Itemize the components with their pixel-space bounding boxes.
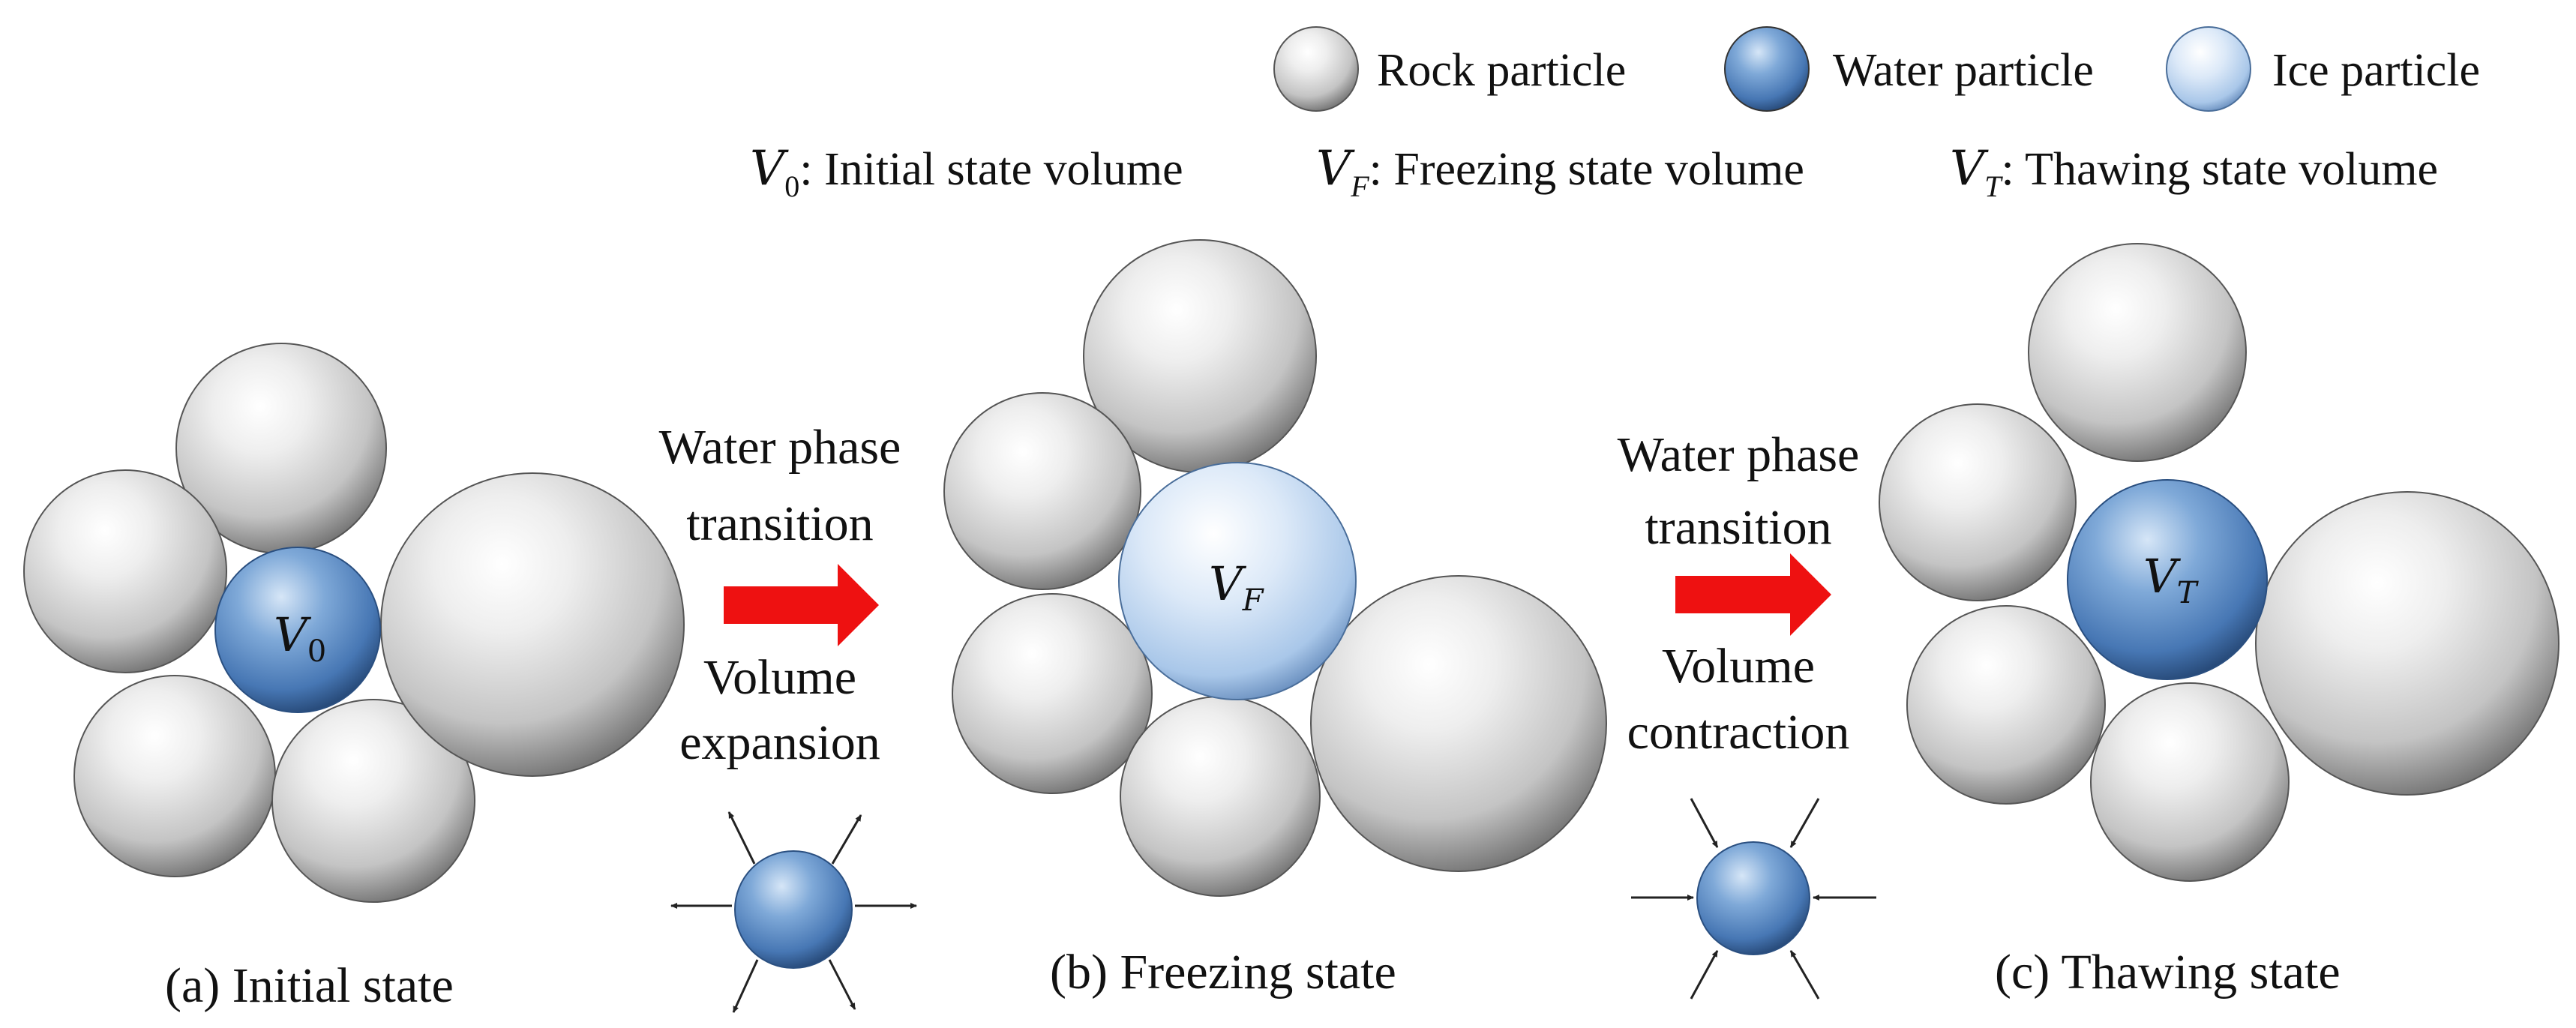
freeze-label-line1: Water phase [659, 420, 901, 475]
freeze-transition: Water phase transition Volume expansion [659, 420, 917, 1013]
contraction-illustration [1631, 798, 1876, 1000]
legend-water-swatch [1724, 26, 1810, 112]
rock-particle [73, 675, 276, 877]
definition-v0: V0: Initial state volume [750, 141, 1183, 203]
definition-vf: VF: Freezing state volume [1316, 141, 1804, 203]
freezing-volume-symbol: VF [1209, 556, 1264, 618]
rock-particle [380, 472, 685, 777]
initial-state-cluster: V0 [23, 343, 685, 903]
rock-particle [2028, 243, 2247, 462]
thawing-state-cluster: VT [1879, 243, 2560, 882]
thaw-label-line3: Volume [1662, 639, 1815, 694]
rock-particle [1310, 575, 1607, 872]
legend-ice-swatch [2166, 26, 2251, 112]
caption-initial-state: (a) Initial state [165, 958, 454, 1013]
outward-arrow [732, 959, 759, 1013]
inward-arrow [1789, 798, 1820, 848]
freeze-arrow [724, 564, 879, 646]
rock-particle [2090, 682, 2290, 882]
rock-particle [23, 469, 227, 673]
water-particle [2067, 479, 2268, 680]
rock-particle [1879, 403, 2077, 601]
rock-particle [1906, 605, 2106, 805]
inward-arrow [1690, 798, 1719, 848]
rock-particle [2255, 491, 2560, 796]
freeze-label-line2: transition [686, 496, 873, 551]
rock-particle [952, 593, 1153, 794]
volume-definitions: V0: Initial state volume VF: Freezing st… [750, 141, 2438, 203]
thaw-arrow [1675, 553, 1831, 636]
rock-particle [1120, 696, 1321, 897]
water-particle [734, 850, 853, 969]
expansion-illustration [670, 811, 917, 1013]
definition-vt: VT: Thawing state volume [1950, 141, 2438, 203]
legend-water-label: Water particle [1833, 45, 2094, 96]
water-particle [214, 547, 381, 713]
ice-particle [1118, 462, 1357, 700]
caption-thawing-state: (c) Thawing state [1995, 945, 2341, 1000]
legend: Rock particle Water particle Ice particl… [1273, 26, 2480, 112]
legend-rock-label: Rock particle [1377, 45, 1626, 96]
legend-rock-swatch [1273, 26, 1359, 112]
outward-arrow [831, 814, 862, 865]
initial-volume-symbol: V0 [274, 607, 326, 669]
freezing-state-cluster: VF [943, 239, 1607, 897]
thawing-volume-symbol: VT [2143, 549, 2200, 610]
thaw-transition: Water phase transition Volume contractio… [1618, 427, 1876, 1000]
legend-ice-label: Ice particle [2272, 45, 2480, 96]
water-particle [1696, 841, 1810, 955]
outward-arrow [727, 811, 756, 865]
thaw-label-line4: contraction [1627, 705, 1850, 760]
inward-arrow [1690, 950, 1719, 1000]
outward-arrow [828, 959, 856, 1010]
rock-particle [943, 392, 1141, 590]
rock-particle [271, 699, 475, 903]
freeze-label-line3: Volume [703, 650, 856, 705]
inward-arrow [1789, 950, 1820, 1000]
thaw-label-line2: transition [1645, 500, 1831, 555]
caption-freezing-state: (b) Freezing state [1050, 945, 1396, 1000]
freeze-label-line4: expansion [679, 715, 880, 770]
thaw-label-line1: Water phase [1618, 427, 1860, 482]
